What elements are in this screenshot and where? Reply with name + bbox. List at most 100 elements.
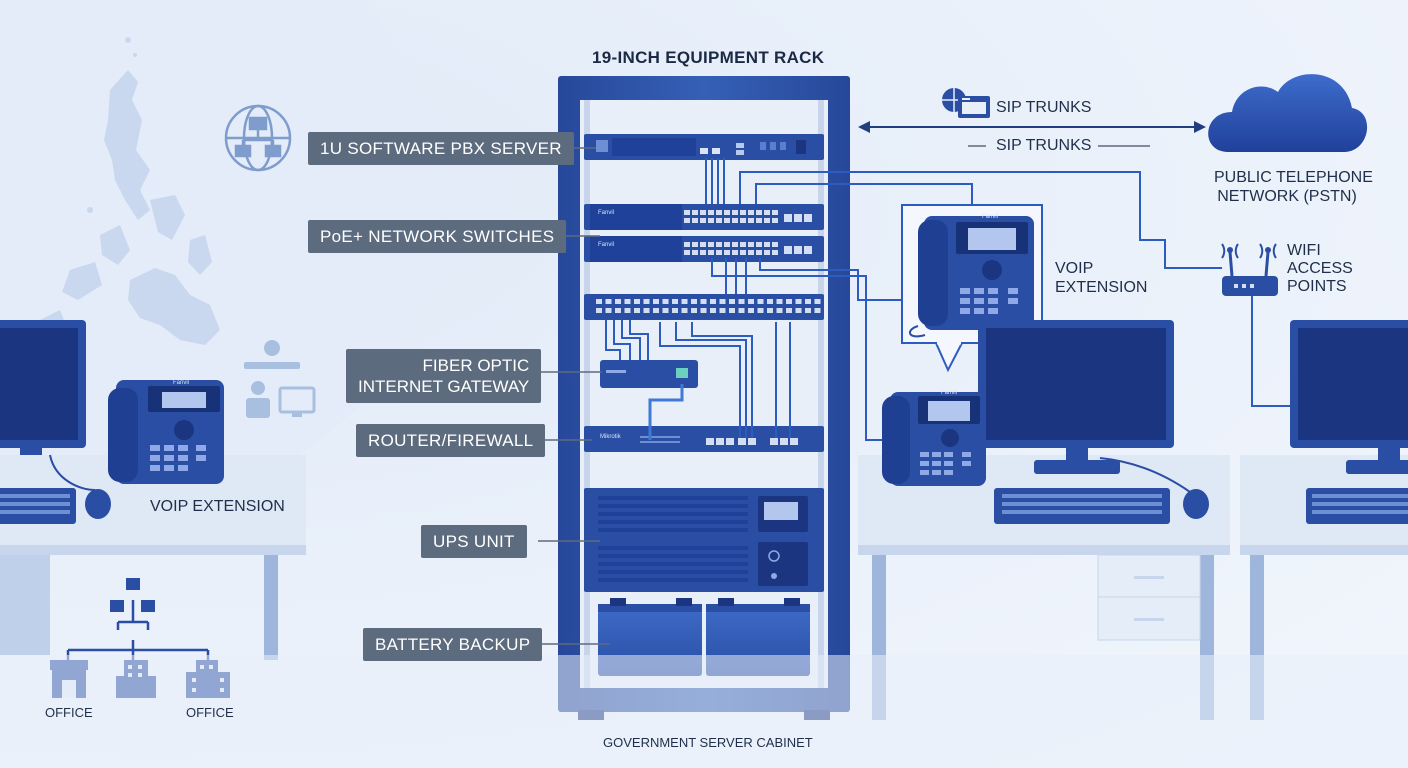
- port: [772, 210, 778, 215]
- phone-brand-callout: Fanvil: [982, 214, 999, 220]
- port: [805, 308, 811, 313]
- port: [784, 214, 792, 222]
- port: [605, 299, 612, 304]
- network-cables: [711, 171, 1292, 441]
- port: [786, 299, 792, 304]
- equipment-rack: Fanvil Fanvil Mikrotik: [558, 76, 850, 720]
- port: [624, 299, 631, 304]
- port: [740, 250, 746, 255]
- port: [804, 246, 812, 254]
- port: [700, 299, 707, 304]
- patch-panel: [584, 294, 824, 320]
- port: [708, 218, 714, 223]
- wifi-access-point-icon: [1221, 243, 1278, 296]
- pbx-server-unit: [584, 134, 824, 160]
- voip-extension-left-label: VOIP EXTENSION: [150, 498, 285, 515]
- port: [691, 308, 697, 313]
- svg-text:Mikrotik: Mikrotik: [600, 434, 622, 440]
- port: [748, 308, 754, 313]
- port: [724, 242, 730, 247]
- sip-trunks-label-top: SIP TRUNKS: [996, 99, 1092, 116]
- port: [692, 242, 698, 247]
- poe-switch-1: Fanvil: [584, 204, 824, 230]
- port: [708, 210, 714, 215]
- port: [740, 210, 746, 215]
- port: [772, 242, 778, 247]
- port: [615, 308, 621, 313]
- office-label-left: OFFICE: [45, 705, 93, 720]
- port: [719, 299, 726, 304]
- port: [794, 214, 802, 222]
- port: [740, 218, 746, 223]
- map-silhouette-icon: [40, 37, 220, 345]
- port: [596, 299, 602, 304]
- pstn-cloud-icon: [1208, 74, 1368, 152]
- pbx-server-label: 1U SOFTWARE PBX SERVER: [308, 132, 574, 165]
- port: [767, 299, 773, 304]
- port: [710, 299, 716, 304]
- voip-right-line2: EXTENSION: [1055, 279, 1148, 296]
- ups-unit: [584, 488, 824, 592]
- port: [805, 299, 811, 304]
- center-right-workstation: [858, 320, 1230, 720]
- router-firewall-label: ROUTER/FIREWALL: [356, 424, 546, 457]
- port: [716, 250, 722, 255]
- port: [700, 250, 706, 255]
- port: [634, 299, 640, 304]
- office-label-right: OFFICE: [186, 705, 234, 720]
- port: [684, 250, 690, 255]
- port: [624, 308, 631, 313]
- port: [738, 299, 745, 304]
- port: [684, 242, 690, 247]
- port: [764, 242, 770, 247]
- wifi-label-line2: ACCESS: [1287, 260, 1353, 277]
- port: [795, 299, 802, 304]
- port: [684, 210, 690, 215]
- port: [748, 218, 754, 223]
- pstn-label-line1: PUBLIC TELEPHONE: [1214, 169, 1373, 186]
- port: [692, 218, 698, 223]
- port: [756, 242, 762, 247]
- floor: [0, 655, 1408, 768]
- port: [724, 210, 730, 215]
- poe-switch-2: Fanvil: [584, 236, 824, 262]
- fiber-gateway-label: FIBER OPTIC INTERNET GATEWAY: [346, 349, 542, 403]
- port: [729, 299, 735, 304]
- port: [681, 308, 688, 313]
- port: [764, 210, 770, 215]
- port: [756, 210, 762, 215]
- port: [757, 308, 764, 313]
- phone-brand-desk: Fanvil: [941, 390, 958, 396]
- port: [776, 308, 783, 313]
- globe-network-icon: [224, 104, 292, 172]
- port: [596, 308, 602, 313]
- port: [814, 308, 821, 313]
- svg-text:Fanvil: Fanvil: [598, 242, 614, 248]
- port: [653, 308, 659, 313]
- port: [691, 299, 697, 304]
- port: [814, 299, 821, 304]
- port: [804, 214, 812, 222]
- port: [681, 299, 688, 304]
- port: [764, 218, 770, 223]
- port: [716, 218, 722, 223]
- port: [786, 308, 792, 313]
- port: [756, 218, 762, 223]
- port: [740, 242, 746, 247]
- port: [700, 242, 706, 247]
- battery-backup-label: BATTERY BACKUP: [363, 628, 543, 661]
- port: [776, 299, 783, 304]
- port: [662, 308, 669, 313]
- port: [738, 308, 745, 313]
- port: [692, 210, 698, 215]
- port: [724, 250, 730, 255]
- port: [732, 250, 738, 255]
- port: [772, 218, 778, 223]
- port: [643, 308, 650, 313]
- port: [757, 299, 764, 304]
- rack-title: 19-INCH EQUIPMENT RACK: [592, 48, 825, 67]
- sip-trunks-label-bottom: SIP TRUNKS: [996, 137, 1092, 154]
- port: [716, 210, 722, 215]
